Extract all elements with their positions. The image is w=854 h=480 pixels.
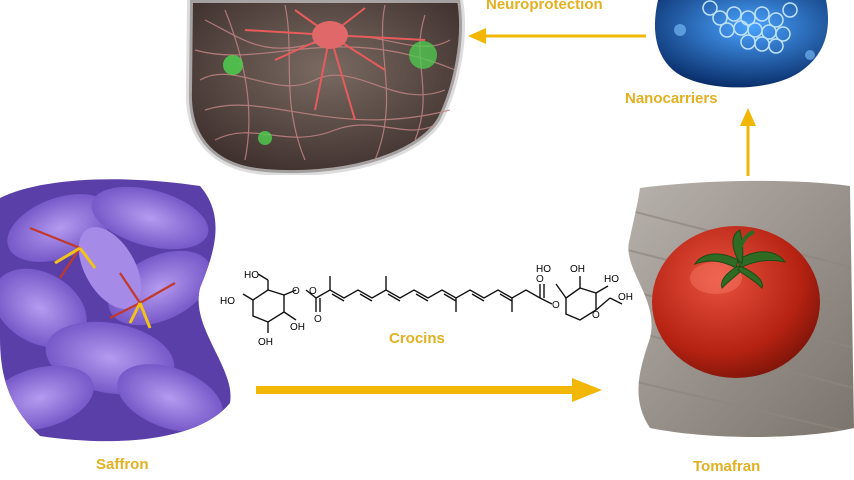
label-tomafran: Tomafran: [693, 458, 761, 475]
label-neuroprotection: Neuroprotection: [486, 0, 603, 13]
nanocarriers-image: [650, 0, 832, 90]
neuron-image: [185, 0, 465, 175]
left-ring-ho-mid: HO: [244, 270, 259, 281]
svg-text:O: O: [552, 300, 560, 311]
left-ring-oh-right: OH: [290, 322, 305, 333]
arrow-tomafran-to-nanocarriers: [740, 108, 756, 176]
left-ring-oh-bottom: OH: [258, 337, 273, 348]
crocin-structure: O O O O O O HO HO OH OH HO OH HO OH: [218, 238, 638, 350]
right-ring-ho-top2: HO: [604, 274, 619, 285]
tomafran-image: [620, 178, 854, 440]
saffron-image: [0, 178, 240, 444]
svg-text:O: O: [536, 274, 544, 285]
right-ring-oh-top: OH: [570, 264, 585, 275]
right-ring-oh-right: OH: [618, 292, 633, 303]
label-saffron: Saffron: [96, 456, 149, 473]
svg-text:O: O: [309, 286, 317, 297]
label-crocins: Crocins: [389, 330, 445, 347]
arrow-saffron-to-tomafran: [256, 378, 602, 402]
right-ring-ho-top1: HO: [536, 264, 551, 275]
svg-text:O: O: [292, 286, 300, 297]
svg-text:O: O: [314, 314, 322, 325]
arrow-nanocarriers-to-neuroprotection: [468, 28, 646, 44]
svg-text:O: O: [592, 310, 600, 321]
label-nanocarriers: Nanocarriers: [625, 90, 718, 107]
left-ring-ho-top: HO: [220, 296, 235, 307]
